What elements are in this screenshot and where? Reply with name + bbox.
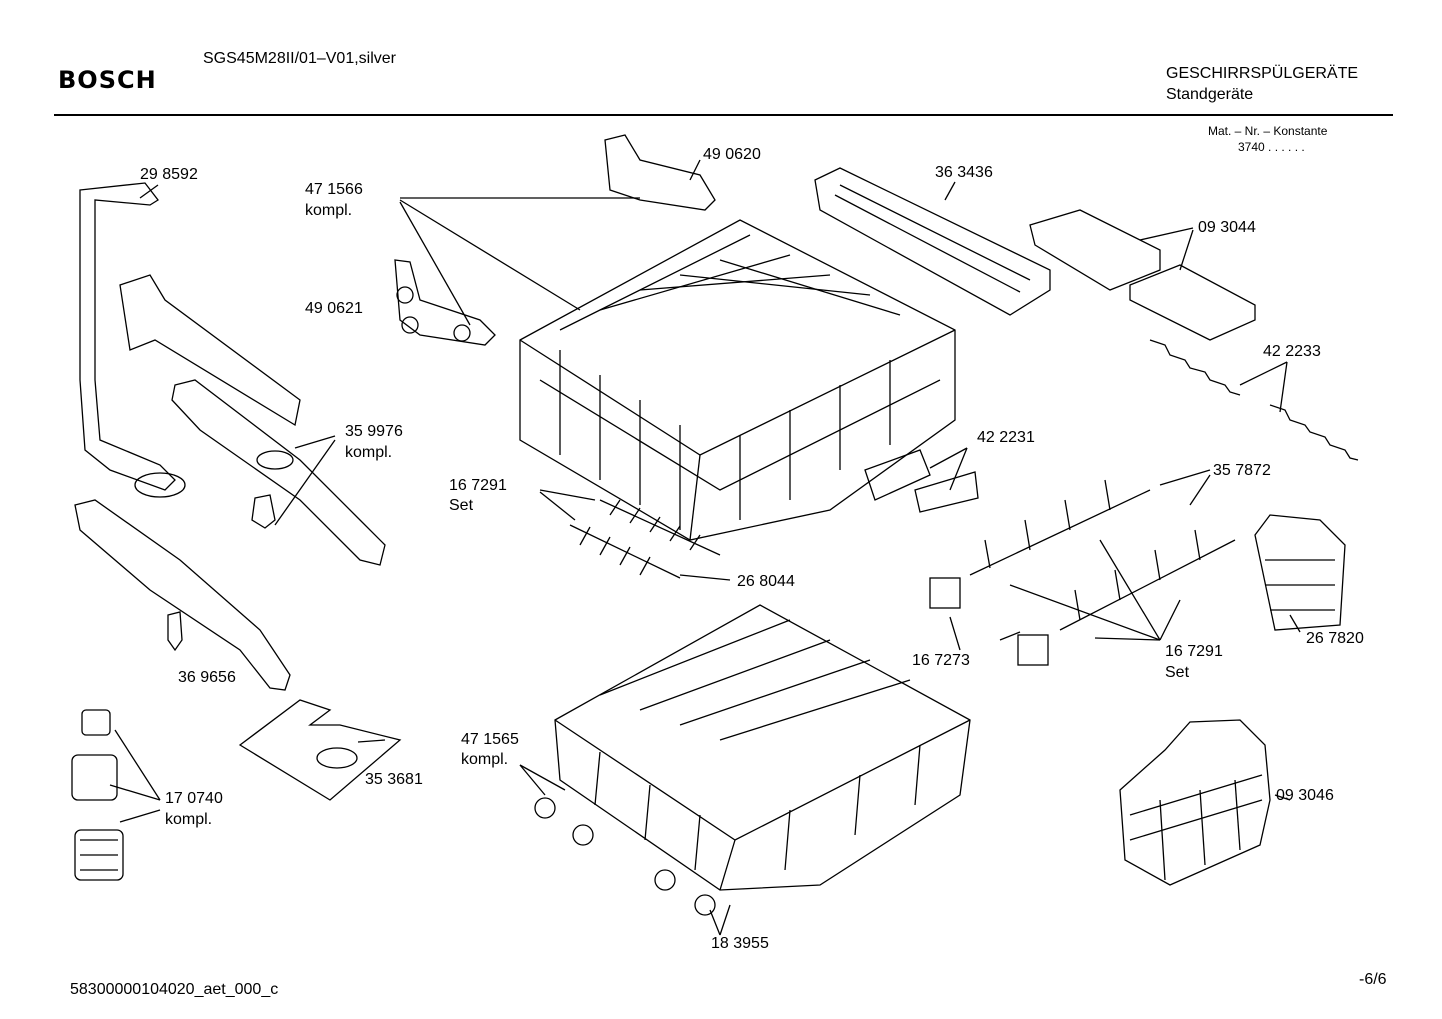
rail-bracket-upper xyxy=(604,134,716,211)
wheel-1 xyxy=(534,797,556,819)
leader-lines xyxy=(109,159,1301,936)
cup-rack xyxy=(814,167,1051,316)
lower-basket xyxy=(554,604,971,891)
tine-row-large xyxy=(969,479,1236,631)
handle-clip xyxy=(864,449,931,501)
part-label-422233: 42 2233 xyxy=(1263,343,1321,360)
document-id: 58300000104020_aet_000_c xyxy=(70,981,279,998)
rack-insert-1 xyxy=(1029,209,1161,291)
step-rack-1 xyxy=(1149,339,1241,396)
header-divider xyxy=(54,114,1393,116)
brand-logo: BOSCH xyxy=(58,66,157,94)
lower-spray-arm xyxy=(74,499,291,691)
rack-insert-2 xyxy=(1129,264,1256,341)
wheel-3 xyxy=(654,869,676,891)
filter-assembly xyxy=(71,709,124,881)
rail-bracket-lower xyxy=(394,259,496,346)
mat-number-caption: Mat. – Nr. – Konstante xyxy=(1208,124,1328,138)
part-label-167273: 16 7273 xyxy=(912,652,970,669)
mat-number-value: 3740 . . . . . . xyxy=(1238,140,1305,154)
wheel-2 xyxy=(572,824,594,846)
upper-basket xyxy=(519,219,956,541)
part-label-471565-sub: kompl. xyxy=(461,751,509,768)
part-label-422231: 42 2231 xyxy=(977,429,1035,446)
part-label-268044: 26 8044 xyxy=(737,573,795,590)
part-label-353681: 35 3681 xyxy=(365,771,423,788)
part-label-298592: 29 8592 xyxy=(140,166,198,183)
step-rack-2 xyxy=(1269,404,1359,461)
part-label-471565: 47 1565 xyxy=(461,731,519,748)
category-title: GESCHIRRSPÜLGERÄTE xyxy=(1166,65,1359,82)
part-label-267820: 26 7820 xyxy=(1306,630,1364,647)
part-label-170740: 17 0740 xyxy=(165,790,223,807)
tine-row-small xyxy=(569,499,721,579)
part-label-357872: 35 7872 xyxy=(1213,462,1271,479)
cutlery-basket-large xyxy=(1119,719,1271,886)
spray-arm-supply-tube xyxy=(79,182,176,491)
part-label-167291-a: 16 7291 xyxy=(449,477,507,494)
part-label-363436: 36 3436 xyxy=(935,164,993,181)
part-label-471566: 47 1566 xyxy=(305,181,363,198)
category-subtitle: Standgeräte xyxy=(1166,86,1254,103)
part-label-359976: 35 9976 xyxy=(345,423,403,440)
part-label-369656: 36 9656 xyxy=(178,669,236,686)
upper-spray-arm xyxy=(171,379,386,566)
part-label-167291-b-sub: Set xyxy=(1165,664,1190,681)
part-label-183955: 18 3955 xyxy=(711,935,769,952)
part-label-093044: 09 3044 xyxy=(1198,219,1256,236)
model-number: SGS45M28II/01–V01,silver xyxy=(203,50,396,67)
part-label-471566-sub: kompl. xyxy=(305,202,353,219)
filter-plate xyxy=(238,699,402,801)
part-label-167291-a-sub: Set xyxy=(449,497,474,514)
part-label-093046: 09 3046 xyxy=(1276,787,1334,804)
cutlery-basket-small xyxy=(1254,514,1346,631)
part-label-170740-sub: kompl. xyxy=(165,811,213,828)
part-label-490621: 49 0621 xyxy=(305,300,363,317)
part-label-490620: 49 0620 xyxy=(703,146,761,163)
page-number: -6/6 xyxy=(1359,971,1387,988)
clip-2 xyxy=(1017,634,1049,666)
wheel-4 xyxy=(694,894,716,916)
part-label-359976-sub: kompl. xyxy=(345,444,393,461)
clip-1 xyxy=(929,577,961,609)
part-label-167291-b: 16 7291 xyxy=(1165,643,1223,660)
